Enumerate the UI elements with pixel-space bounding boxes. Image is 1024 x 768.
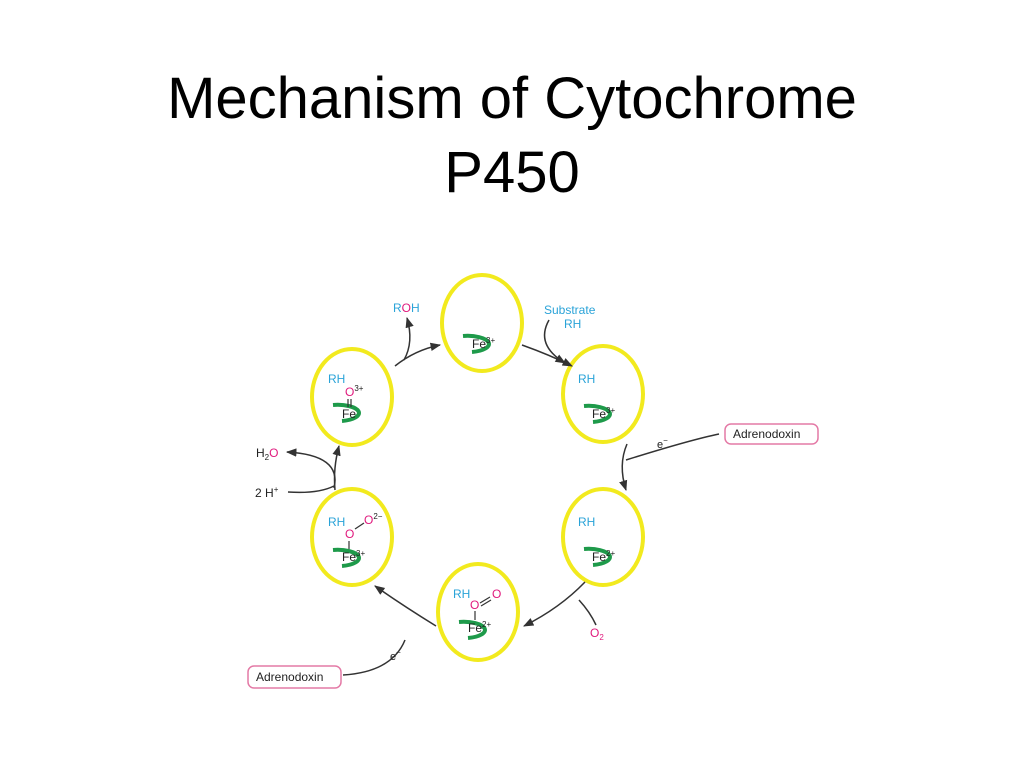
state-ring-lower-left bbox=[310, 487, 394, 587]
heme-icon-bottom bbox=[458, 619, 487, 640]
page-title: Mechanism of Cytochrome P450 bbox=[0, 62, 1024, 210]
state-bottom-rh: RH bbox=[453, 587, 470, 601]
state-lower-left-o-upper: O2− bbox=[364, 512, 383, 527]
state-lower-left-rh: RH bbox=[328, 515, 345, 529]
arrow-upper-right-to-lower-right bbox=[619, 443, 628, 492]
state-ring-top bbox=[440, 273, 524, 373]
state-bottom-o2: O bbox=[492, 587, 501, 601]
state-ring-upper-left bbox=[310, 347, 394, 447]
state-upper-left-fe: Fe bbox=[342, 407, 356, 421]
state-ring-bottom bbox=[436, 562, 520, 662]
heme-icon-top bbox=[462, 333, 491, 354]
heme-icon-upper-right bbox=[583, 403, 612, 424]
label-roh: ROH bbox=[393, 301, 420, 315]
label-adrenodoxin-2: Adrenodoxin bbox=[256, 670, 323, 684]
state-top-fe: Fe3+ bbox=[472, 336, 495, 351]
arrow-roh-release bbox=[403, 316, 414, 361]
state-lower-left-o-lower: O bbox=[345, 527, 354, 541]
arrow-o2-entry bbox=[578, 599, 597, 626]
arrow-protons-entry bbox=[287, 485, 335, 494]
state-bottom-double-bond-1 bbox=[479, 596, 491, 604]
arrow-h2o-release bbox=[285, 448, 336, 489]
state-upper-right-rh: RH bbox=[578, 372, 595, 386]
label-o2: O2 bbox=[590, 626, 604, 642]
label-protons: 2 H+ bbox=[255, 485, 279, 500]
state-lower-left-oo-bond bbox=[354, 522, 365, 530]
label-substrate: Substrate bbox=[544, 303, 596, 317]
state-upper-right-fe: Fe3+ bbox=[592, 406, 615, 421]
arrow-substrate-entry bbox=[543, 319, 566, 364]
adrenodoxin-box-1 bbox=[724, 423, 819, 445]
state-bottom-fe: Fe2+ bbox=[468, 620, 491, 635]
state-upper-left-rh: RH bbox=[328, 372, 345, 386]
state-lower-right-fe: Fe2+ bbox=[592, 549, 615, 564]
arrow-bottom-to-lower-left bbox=[374, 585, 437, 627]
label-electron-1: e− bbox=[657, 436, 668, 451]
state-lower-left-fe: Fe3+ bbox=[342, 549, 365, 564]
state-bottom-o1: O bbox=[470, 598, 479, 612]
state-upper-left-o: O3+ bbox=[345, 384, 364, 399]
state-ring-lower-right bbox=[561, 487, 645, 587]
state-lower-right-rh: RH bbox=[578, 515, 595, 529]
heme-icon-upper-left bbox=[332, 402, 361, 423]
label-substrate-rh: RH bbox=[564, 317, 581, 331]
adrenodoxin-box-2 bbox=[247, 665, 342, 689]
label-electron-2: e− bbox=[390, 648, 401, 663]
heme-icon-lower-left bbox=[332, 547, 361, 568]
arrow-top-to-upper-right bbox=[521, 344, 573, 367]
label-adrenodoxin-1: Adrenodoxin bbox=[733, 427, 800, 441]
arrow-electron-2 bbox=[342, 639, 406, 676]
state-bottom-double-bond-2 bbox=[480, 599, 492, 607]
arrow-electron-1 bbox=[625, 433, 720, 461]
arrow-upper-left-to-top bbox=[394, 342, 442, 367]
arrow-lower-right-to-bottom bbox=[523, 581, 586, 627]
state-ring-upper-right bbox=[561, 344, 645, 444]
label-h2o: H2O bbox=[256, 446, 278, 462]
title-line-2: P450 bbox=[444, 140, 580, 205]
title-line-1: Mechanism of Cytochrome bbox=[167, 66, 857, 131]
heme-icon-lower-right bbox=[583, 546, 612, 567]
